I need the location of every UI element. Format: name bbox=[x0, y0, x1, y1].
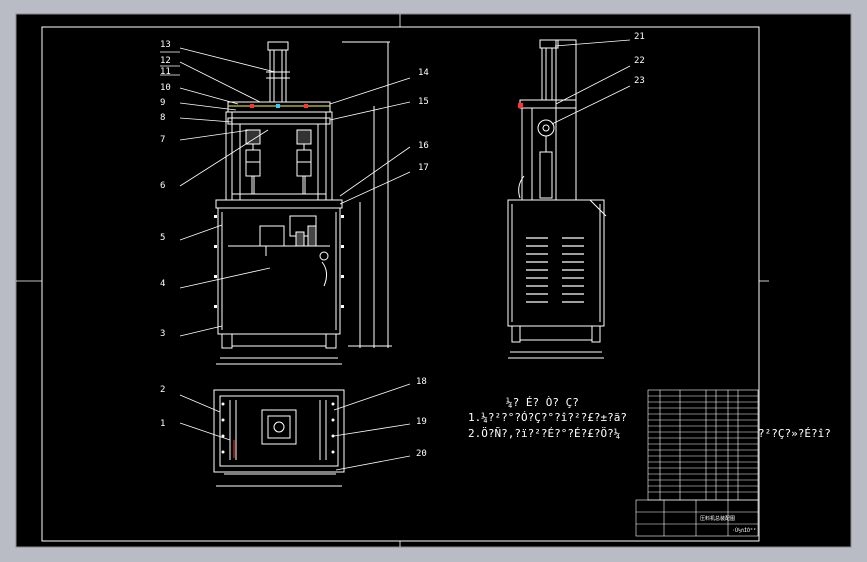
label-13: 13 bbox=[160, 40, 171, 50]
label-16: 16 bbox=[418, 141, 429, 151]
notes-line-1: 1.¼?²?°?Ó?Ç?°?î?²?£?±?ã? bbox=[468, 411, 627, 424]
side-view bbox=[507, 39, 607, 359]
notes-line-2: 2.Ö?Ñ?,?ï?²?É?°?É?£?Ö?¼ bbox=[468, 427, 620, 440]
notes-line-2-tail: ?²?Ç?»?É?î? bbox=[758, 427, 831, 440]
label-19: 19 bbox=[416, 417, 427, 427]
label-21: 21 bbox=[634, 32, 645, 42]
part-labels: 1 2 3 4 5 6 7 8 9 10 11 12 13 14 15 16 1… bbox=[160, 32, 645, 459]
label-8: 8 bbox=[160, 113, 165, 123]
drawing-sheet bbox=[15, 13, 852, 548]
parts-list-table bbox=[647, 389, 759, 501]
label-7: 7 bbox=[160, 135, 165, 145]
label-15: 15 bbox=[418, 97, 429, 107]
border-frame bbox=[41, 26, 760, 542]
drawing-name: 压料机总装配图 bbox=[700, 515, 735, 522]
label-11: 11 bbox=[160, 67, 171, 77]
label-3: 3 bbox=[160, 329, 165, 339]
label-22: 22 bbox=[634, 56, 645, 66]
label-23: 23 bbox=[634, 76, 645, 86]
leader-lines bbox=[160, 39, 631, 471]
label-14: 14 bbox=[418, 68, 429, 78]
top-view bbox=[213, 389, 345, 487]
label-1: 1 bbox=[160, 419, 165, 429]
technical-notes: ¼? É? Ò? Ç? 1.¼?²?°?Ó?Ç?°?î?²?£?±?ã? 2.Ö… bbox=[468, 396, 831, 440]
label-6: 6 bbox=[160, 181, 165, 191]
title-block bbox=[635, 499, 759, 537]
label-4: 4 bbox=[160, 279, 165, 289]
label-2: 2 bbox=[160, 385, 165, 395]
label-12: 12 bbox=[160, 56, 171, 66]
label-18: 18 bbox=[416, 377, 427, 387]
label-10: 10 bbox=[160, 83, 171, 93]
label-5: 5 bbox=[160, 233, 165, 243]
notes-heading: ¼? É? Ò? Ç? bbox=[506, 396, 579, 409]
front-view bbox=[214, 41, 392, 365]
company-name: ·Ù½ñÌÓ°² bbox=[732, 527, 756, 534]
label-17: 17 bbox=[418, 163, 429, 173]
label-20: 20 bbox=[416, 449, 427, 459]
centering-marks bbox=[16, 14, 769, 547]
label-9: 9 bbox=[160, 98, 165, 108]
